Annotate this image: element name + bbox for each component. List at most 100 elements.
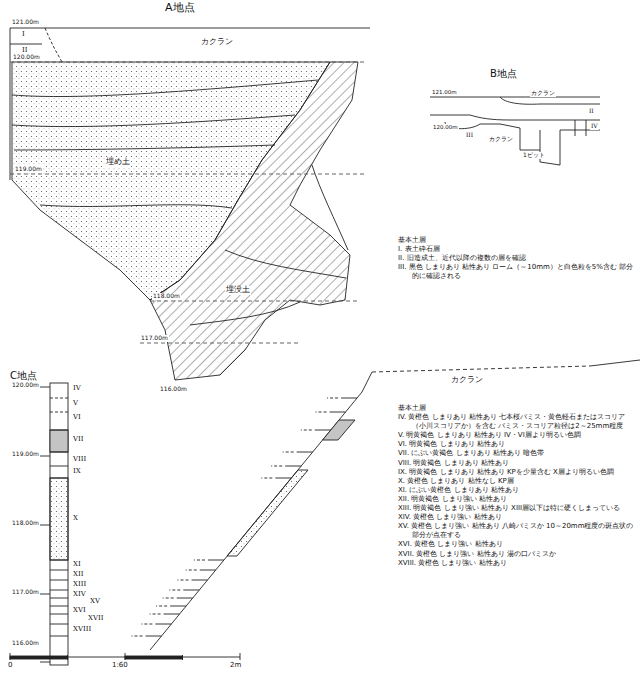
layer-number: III [465, 132, 474, 139]
layer-boundary [194, 560, 205, 561]
elevation-label: 119.00m [14, 166, 43, 173]
layer-number: XV [90, 598, 100, 606]
elevation-line [150, 301, 360, 302]
layer-boundary [155, 624, 171, 625]
layer-boundary [50, 452, 68, 453]
layer-number: VII [73, 436, 84, 444]
layer-boundary [315, 430, 331, 431]
soil-description: VII. にぶい黄褐色 しまりあり 粘性あり 暗色帯 [398, 449, 636, 458]
layer-boundary [297, 452, 313, 453]
layer-number: XIII [73, 581, 86, 589]
layer-boundary [170, 606, 186, 607]
fill-layer [12, 115, 295, 127]
soil-description: XV. 黄橙色 しまり強い 粘性あり 八崎パミスか 10～20mm程度の斑点状の… [398, 522, 636, 540]
layer-boundary [186, 570, 197, 571]
section-slope [362, 372, 372, 392]
layer-boundary [560, 130, 600, 131]
layer-number: XIV [73, 591, 86, 599]
ground-line [372, 366, 590, 372]
fill-layer [12, 80, 318, 97]
elevation-label: 120.00m [12, 54, 41, 61]
soil-description: XIII. 明黄褐色 しまり強い 粘性あり XIII層以下は特に硬くしまっている [398, 504, 636, 513]
soil-description: XVI. 黄橙色 しまり強い 粘性あり [398, 540, 636, 549]
layer-boundary [50, 412, 68, 413]
layer-boundary [327, 398, 338, 399]
layer-boundary [261, 478, 272, 479]
soil-description-list: 基本土層IV. 黄橙色 しまりあり 粘性あり 七本桜パミス・黄色軽石またはスコリ… [398, 404, 636, 568]
elevation-label: 117.00m [140, 335, 169, 342]
layer-boundary [50, 560, 68, 561]
site-heading: B地点 [490, 68, 517, 79]
layer-boundary [50, 580, 68, 581]
elevation-label: 120.00m [12, 382, 39, 389]
elevation-line [140, 343, 300, 344]
column-outline [50, 383, 68, 665]
layer-number: VI [73, 414, 81, 422]
layer-boundary [575, 120, 586, 136]
soil-description: VIII. 明黄褐色 しまりあり 粘性あり [398, 459, 636, 468]
layer-boundary [271, 466, 282, 467]
soil-description-list: 基本土層I. 表土砕石層II. 旧造成土、近代以降の複数の層を確認III. 黒色… [398, 236, 636, 281]
layer-boundary [178, 580, 189, 581]
layer-boundary [430, 115, 600, 120]
kp-layer [227, 470, 308, 556]
disturbance-label: カクラン [530, 90, 556, 97]
elevation-label: 118.00m [152, 293, 181, 300]
layer-boundary [50, 590, 68, 591]
layer-boundary [156, 606, 167, 607]
scale-label: 2m [230, 662, 241, 670]
soil-description: XVII. 黄橙色 しまり強い 粘性あり 湯の口パミスか [398, 550, 636, 559]
layer-number: XVIII [73, 626, 91, 634]
elevation-label: 118.00m [12, 520, 39, 527]
layer-boundary [177, 598, 193, 599]
layer-number: I [22, 31, 25, 39]
layer-ticks [132, 398, 358, 636]
layer-number: XVII [88, 615, 104, 623]
layer-boundary [50, 624, 68, 625]
elevation-label: 120.00m [432, 124, 459, 130]
layer-boundary [208, 560, 224, 561]
layer-number: IV [73, 385, 81, 393]
layer-boundary [275, 478, 291, 479]
soil-description: VI. 明黄褐色 しまりあり 粘性あり [398, 440, 636, 449]
soil-description: XIV. 黄橙色 しまり強い 粘性あり [398, 513, 636, 522]
layer-boundary [183, 590, 199, 591]
layer-boundary [164, 614, 180, 615]
layer-boundary [192, 580, 208, 581]
pit-label: 1ピット [522, 152, 546, 159]
site-heading: A地点 [165, 2, 195, 14]
disturbance-outline [480, 124, 540, 150]
scale-bar [10, 656, 68, 659]
elevation-label: 119.00m [12, 451, 39, 458]
disturbance-label: カクラン [200, 38, 234, 47]
disturbance-outline [500, 97, 600, 104]
buried-soil-label: 埋没土 [225, 286, 251, 295]
kp-layer [50, 478, 68, 560]
list-heading: 基本土層 [398, 236, 636, 245]
layer-number: V [73, 400, 78, 408]
scale-bar [125, 656, 183, 659]
dark-band [50, 430, 68, 452]
layer-boundary [132, 636, 143, 637]
layer-boundary [301, 430, 312, 431]
soil-description: XVIII. 黄橙色 しまり強い 粘性あり [398, 559, 636, 568]
soil-description: V. 明黄褐色 しまりあり 粘性あり IV・VI層より明るい色調 [398, 431, 636, 440]
layer-boundary [330, 412, 346, 413]
buried-soil-area [150, 62, 358, 380]
fill-layer [40, 205, 232, 208]
soil-description: I. 表土砕石層 [398, 245, 636, 254]
fill-layer [14, 145, 275, 150]
fill-label: 埋め土 [105, 158, 131, 167]
layer-boundary [146, 636, 162, 637]
buried-layer [312, 165, 348, 250]
buried-layer [190, 302, 300, 325]
layer-boundary [50, 606, 68, 607]
layer-boundary [169, 590, 180, 591]
section-slope [150, 392, 362, 650]
layer-number: XI [73, 561, 81, 569]
layer-boundary [50, 598, 68, 599]
section-edge [10, 28, 11, 180]
elevation-label: 121.00m [12, 19, 39, 26]
soil-description: IV. 黄橙色 しまりあり 粘性あり 七本桜パミス・黄色軽石またはスコリア（小川… [398, 413, 636, 431]
layer-boundary [141, 624, 152, 625]
